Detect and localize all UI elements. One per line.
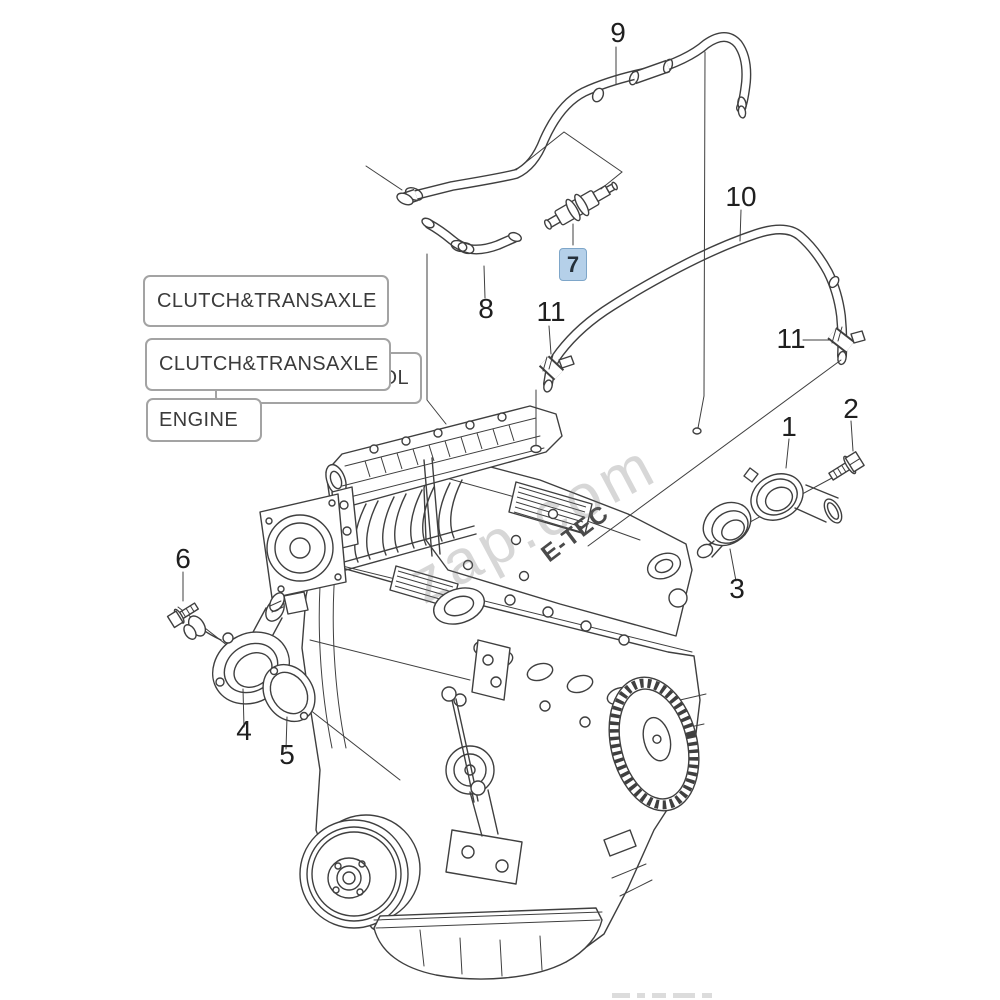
engine-illustration: E-TEC (259, 405, 707, 980)
section-label-engine[interactable]: ENGINE (146, 398, 262, 442)
hose9-attachment-line (697, 51, 706, 429)
callout-8[interactable]: 8 (478, 293, 494, 324)
part-10-hose (543, 224, 848, 393)
part-9-hose (365, 32, 752, 206)
part-6-bolt (166, 602, 199, 629)
callout-9[interactable]: 9 (610, 17, 626, 48)
part-1-thermostat-housing (743, 467, 843, 524)
crank-pulley (299, 814, 421, 929)
callout-6[interactable]: 6 (175, 543, 191, 574)
callout-11-right[interactable]: 11 (776, 323, 805, 354)
flywheel (608, 676, 700, 812)
section-label-clutch-transaxle-2[interactable]: CLUTCH&TRANSAXLE (145, 338, 391, 391)
part-3-thermostat (696, 501, 752, 559)
part-8-hose (421, 217, 522, 255)
callout-2[interactable]: 2 (843, 393, 859, 424)
callout-3[interactable]: 3 (729, 573, 745, 604)
callout-11-left[interactable]: 11 (536, 296, 565, 327)
callout-4[interactable]: 4 (236, 715, 252, 746)
cropped-bottom-text (612, 993, 712, 998)
connection-indicator-lines (515, 131, 623, 190)
part-11-clamp-left (538, 354, 575, 381)
hose10-routing-line (587, 359, 842, 547)
part-5-gasket (262, 663, 316, 723)
callout-1[interactable]: 1 (781, 411, 797, 442)
highlighted-callout-7[interactable]: 7 (559, 248, 587, 281)
callout-5[interactable]: 5 (279, 739, 295, 770)
hose8-attachment-line (426, 253, 447, 425)
leader-lines (182, 46, 854, 750)
part-7-connector (543, 181, 618, 230)
part-11-clamp-right (827, 326, 866, 353)
callout-10[interactable]: 10 (725, 181, 756, 212)
section-label-clutch-transaxle-1[interactable]: CLUTCH&TRANSAXLE (143, 275, 389, 327)
part-2-bolt (828, 451, 865, 481)
